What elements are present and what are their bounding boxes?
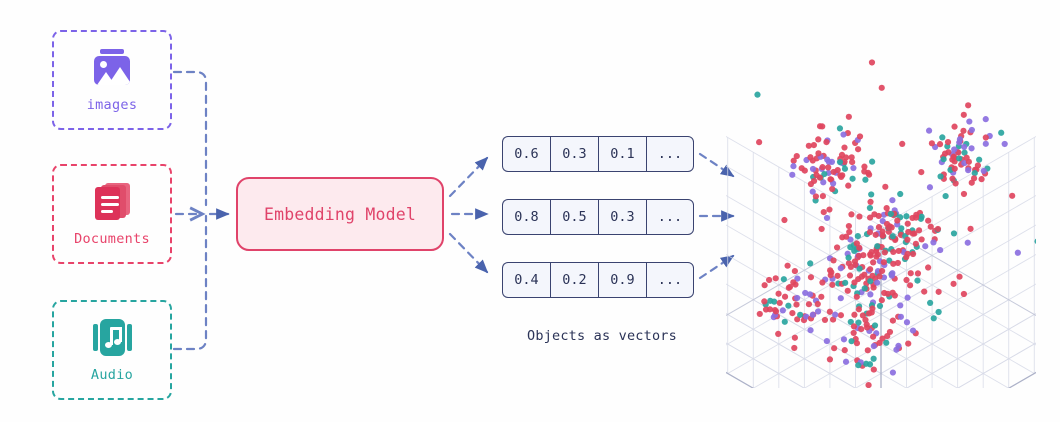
vector-cell: 0.3 xyxy=(550,136,598,172)
vector-row[interactable]: 0.8 0.5 0.3 ... xyxy=(502,199,694,235)
source-label-images: images xyxy=(86,96,138,113)
embedding-model-box[interactable]: Embedding Model xyxy=(236,177,444,251)
vector-cell: ... xyxy=(646,136,694,172)
vector-cell: 0.2 xyxy=(550,262,598,298)
vector-cell: ... xyxy=(646,262,694,298)
documents-icon xyxy=(92,182,132,222)
vector-row[interactable]: 0.6 0.3 0.1 ... xyxy=(502,136,694,172)
vector-cell: 0.3 xyxy=(598,199,646,235)
source-label-documents: Documents xyxy=(74,230,150,247)
vector-cell: 0.1 xyxy=(598,136,646,172)
audio-icon xyxy=(92,318,132,358)
embedding-model-label: Embedding Model xyxy=(263,204,416,224)
vector-space-cube xyxy=(726,59,1036,388)
vector-cell: 0.6 xyxy=(502,136,550,172)
vector-cell: ... xyxy=(646,199,694,235)
source-label-audio: Audio xyxy=(90,366,134,383)
vector-points xyxy=(754,59,1036,388)
image-icon xyxy=(92,48,132,88)
source-box-images[interactable]: images xyxy=(52,30,172,130)
vector-cell: 0.8 xyxy=(502,199,550,235)
vector-cell: 0.4 xyxy=(502,262,550,298)
source-box-documents[interactable]: Documents xyxy=(52,164,172,264)
vector-cell: 0.5 xyxy=(550,199,598,235)
vector-cell: 0.9 xyxy=(598,262,646,298)
source-box-audio[interactable]: Audio xyxy=(52,300,172,400)
vectors-caption: Objects as vectors xyxy=(527,328,677,344)
vector-row[interactable]: 0.4 0.2 0.9 ... xyxy=(502,262,694,298)
